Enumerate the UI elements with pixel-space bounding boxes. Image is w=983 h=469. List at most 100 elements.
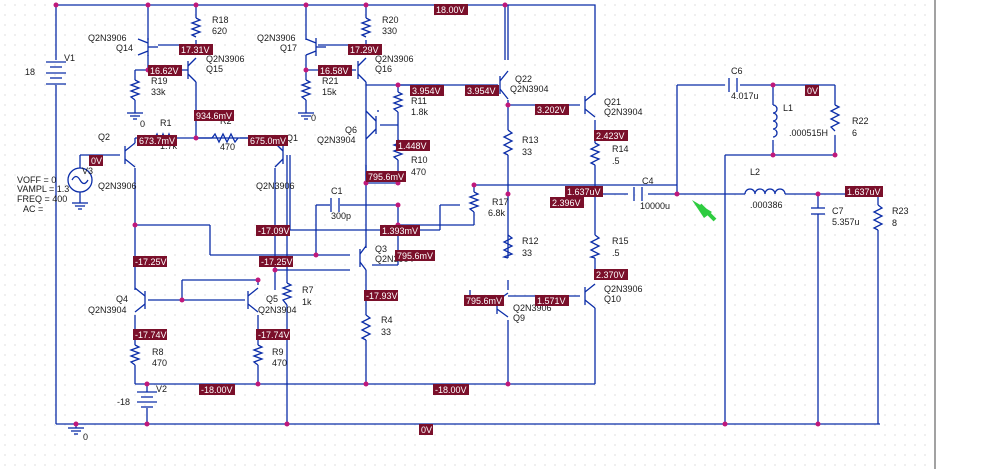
- transistor-q5-symbol[interactable]: [247, 287, 259, 313]
- resistor-r20-symbol[interactable]: [360, 17, 372, 38]
- label-v1-ref: V1: [64, 53, 75, 63]
- label-r2-value: 470: [220, 142, 235, 152]
- label-q6-model: Q2N3904: [317, 135, 356, 145]
- probe-tag[interactable]: 795.6mV: [395, 250, 435, 261]
- probe-tag[interactable]: 1.448V: [396, 140, 430, 151]
- probe-tag[interactable]: -18.00V: [433, 384, 469, 395]
- label-ground-0: 0: [140, 119, 145, 129]
- probe-tag[interactable]: 18.00V: [434, 4, 468, 15]
- probe-tag[interactable]: 1.393mV: [380, 225, 420, 236]
- resistor-r13-symbol[interactable]: [502, 129, 514, 156]
- probe-value: 1.448V: [398, 141, 427, 151]
- resistor-r12-symbol[interactable]: [501, 234, 514, 259]
- transistor-q15-symbol[interactable]: [187, 57, 197, 83]
- probe-tag[interactable]: 17.29V: [348, 44, 382, 55]
- probe-tag[interactable]: 675.0mV: [248, 135, 288, 146]
- probe-tag[interactable]: 934.6mV: [194, 110, 234, 121]
- probe-tag[interactable]: 1.637uV: [565, 186, 603, 197]
- label-v2-ref: V2: [156, 384, 167, 394]
- resistor-r8-symbol[interactable]: [129, 344, 141, 366]
- transistor-q2-symbol[interactable]: [124, 142, 136, 168]
- label-ground-2: 0: [83, 432, 88, 442]
- probe-tag[interactable]: 2.396V: [550, 197, 584, 208]
- transistor-q3-symbol[interactable]: [359, 245, 367, 271]
- capacitor-c6-symbol[interactable]: [728, 78, 738, 92]
- label-r18-value: 620: [212, 26, 227, 36]
- label-l2-ref: L2: [750, 167, 760, 177]
- probe-tag[interactable]: -17.74V: [133, 329, 167, 340]
- sine-source-v3-symbol[interactable]: [67, 167, 93, 193]
- transistor-q10-symbol[interactable]: [584, 283, 596, 309]
- transistor-q6-symbol[interactable]: [365, 110, 377, 140]
- label-r10-ref: R10: [411, 155, 428, 165]
- label-c6-value: 4.017u: [731, 91, 759, 101]
- resistor-r17-symbol[interactable]: [468, 191, 480, 213]
- probe-tag[interactable]: 3.954V: [465, 85, 499, 96]
- label-r4-value: 33: [381, 327, 391, 337]
- resistor-r14-symbol[interactable]: [589, 142, 601, 166]
- probe-tag[interactable]: 673.7mV: [137, 135, 177, 146]
- probe-tag[interactable]: 0V: [419, 424, 433, 435]
- output-marker-icon[interactable]: [692, 200, 717, 222]
- probe-value: 0V: [807, 86, 818, 96]
- probe-value: 0V: [91, 156, 102, 166]
- label-c4-value: 10000u: [640, 201, 670, 211]
- resistor-r4-symbol[interactable]: [360, 314, 372, 341]
- label-r21-value: 15k: [322, 87, 337, 97]
- probe-tag[interactable]: 2.423V: [594, 130, 628, 141]
- probe-tag[interactable]: -17.25V: [259, 256, 293, 267]
- transistor-q21-symbol[interactable]: [584, 92, 596, 118]
- probe-tag[interactable]: 3.202V: [535, 104, 569, 115]
- probe-value: 675.0mV: [250, 136, 286, 146]
- probe-tag[interactable]: 0V: [89, 155, 103, 166]
- resistor-r21-symbol[interactable]: [300, 79, 312, 101]
- resistor-r2-symbol[interactable]: [211, 132, 239, 144]
- probe-tag[interactable]: 1.637uV: [845, 186, 883, 197]
- probe-tag[interactable]: 3.954V: [410, 85, 444, 96]
- label-r12-ref: R12: [522, 236, 539, 246]
- capacitor-c1-symbol[interactable]: [330, 198, 340, 212]
- resistor-r15-symbol[interactable]: [588, 234, 601, 259]
- inductor-l2-symbol[interactable]: [744, 188, 786, 195]
- probe-tag[interactable]: 17.31V: [179, 44, 213, 55]
- resistor-r23-symbol[interactable]: [872, 204, 884, 231]
- label-v1-value: 18: [25, 67, 35, 77]
- battery-v1-symbol[interactable]: [46, 61, 66, 85]
- resistor-r22-symbol[interactable]: [829, 104, 841, 132]
- resistor-r9-symbol[interactable]: [252, 344, 264, 366]
- probe-tag[interactable]: 1.571V: [535, 295, 569, 306]
- probe-tag[interactable]: -17.09V: [256, 225, 290, 236]
- transistor-q16-symbol[interactable]: [357, 57, 367, 83]
- probe-tag[interactable]: 795.6mV: [464, 295, 504, 306]
- label-q9-ref: Q9: [513, 313, 525, 323]
- resistor-r11-symbol[interactable]: [392, 91, 404, 113]
- inductor-l1-symbol[interactable]: [772, 104, 778, 138]
- transistor-q17-symbol[interactable]: [305, 38, 326, 56]
- voltage-probes: 18.00V 17.31V 16.62V 17.29V 16.58V 934.6…: [89, 4, 883, 435]
- capacitor-c4-symbol[interactable]: [633, 187, 643, 201]
- probe-tag[interactable]: 0V: [805, 85, 819, 96]
- transistor-q14-symbol[interactable]: [137, 38, 158, 56]
- probe-value: -17.74V: [258, 330, 290, 340]
- resistor-r18-symbol[interactable]: [190, 17, 202, 38]
- label-c4-ref: C4: [642, 176, 654, 186]
- probe-tag[interactable]: 16.62V: [148, 65, 182, 76]
- transistor-q4-symbol[interactable]: [134, 287, 146, 313]
- probe-tag[interactable]: -17.25V: [133, 256, 167, 267]
- probe-tag[interactable]: -17.93V: [364, 290, 398, 301]
- resistor-r7-symbol[interactable]: [281, 282, 293, 306]
- capacitor-c7-symbol[interactable]: [811, 207, 825, 215]
- probe-tag[interactable]: 795.6mV: [366, 171, 406, 182]
- probe-value: 795.6mV: [466, 296, 502, 306]
- probe-tag[interactable]: 16.58V: [318, 65, 352, 76]
- label-r7-value: 1k: [302, 297, 312, 307]
- transistor-q22-symbol[interactable]: [499, 70, 509, 100]
- probe-tag[interactable]: -17.74V: [256, 329, 290, 340]
- label-r8-value: 470: [152, 358, 167, 368]
- resistor-r19-symbol[interactable]: [129, 79, 141, 101]
- label-r22-ref: R22: [852, 116, 869, 126]
- probe-tag[interactable]: -18.00V: [199, 384, 235, 395]
- battery-v2-symbol[interactable]: [137, 391, 157, 408]
- probe-tag[interactable]: 2.370V: [594, 269, 628, 280]
